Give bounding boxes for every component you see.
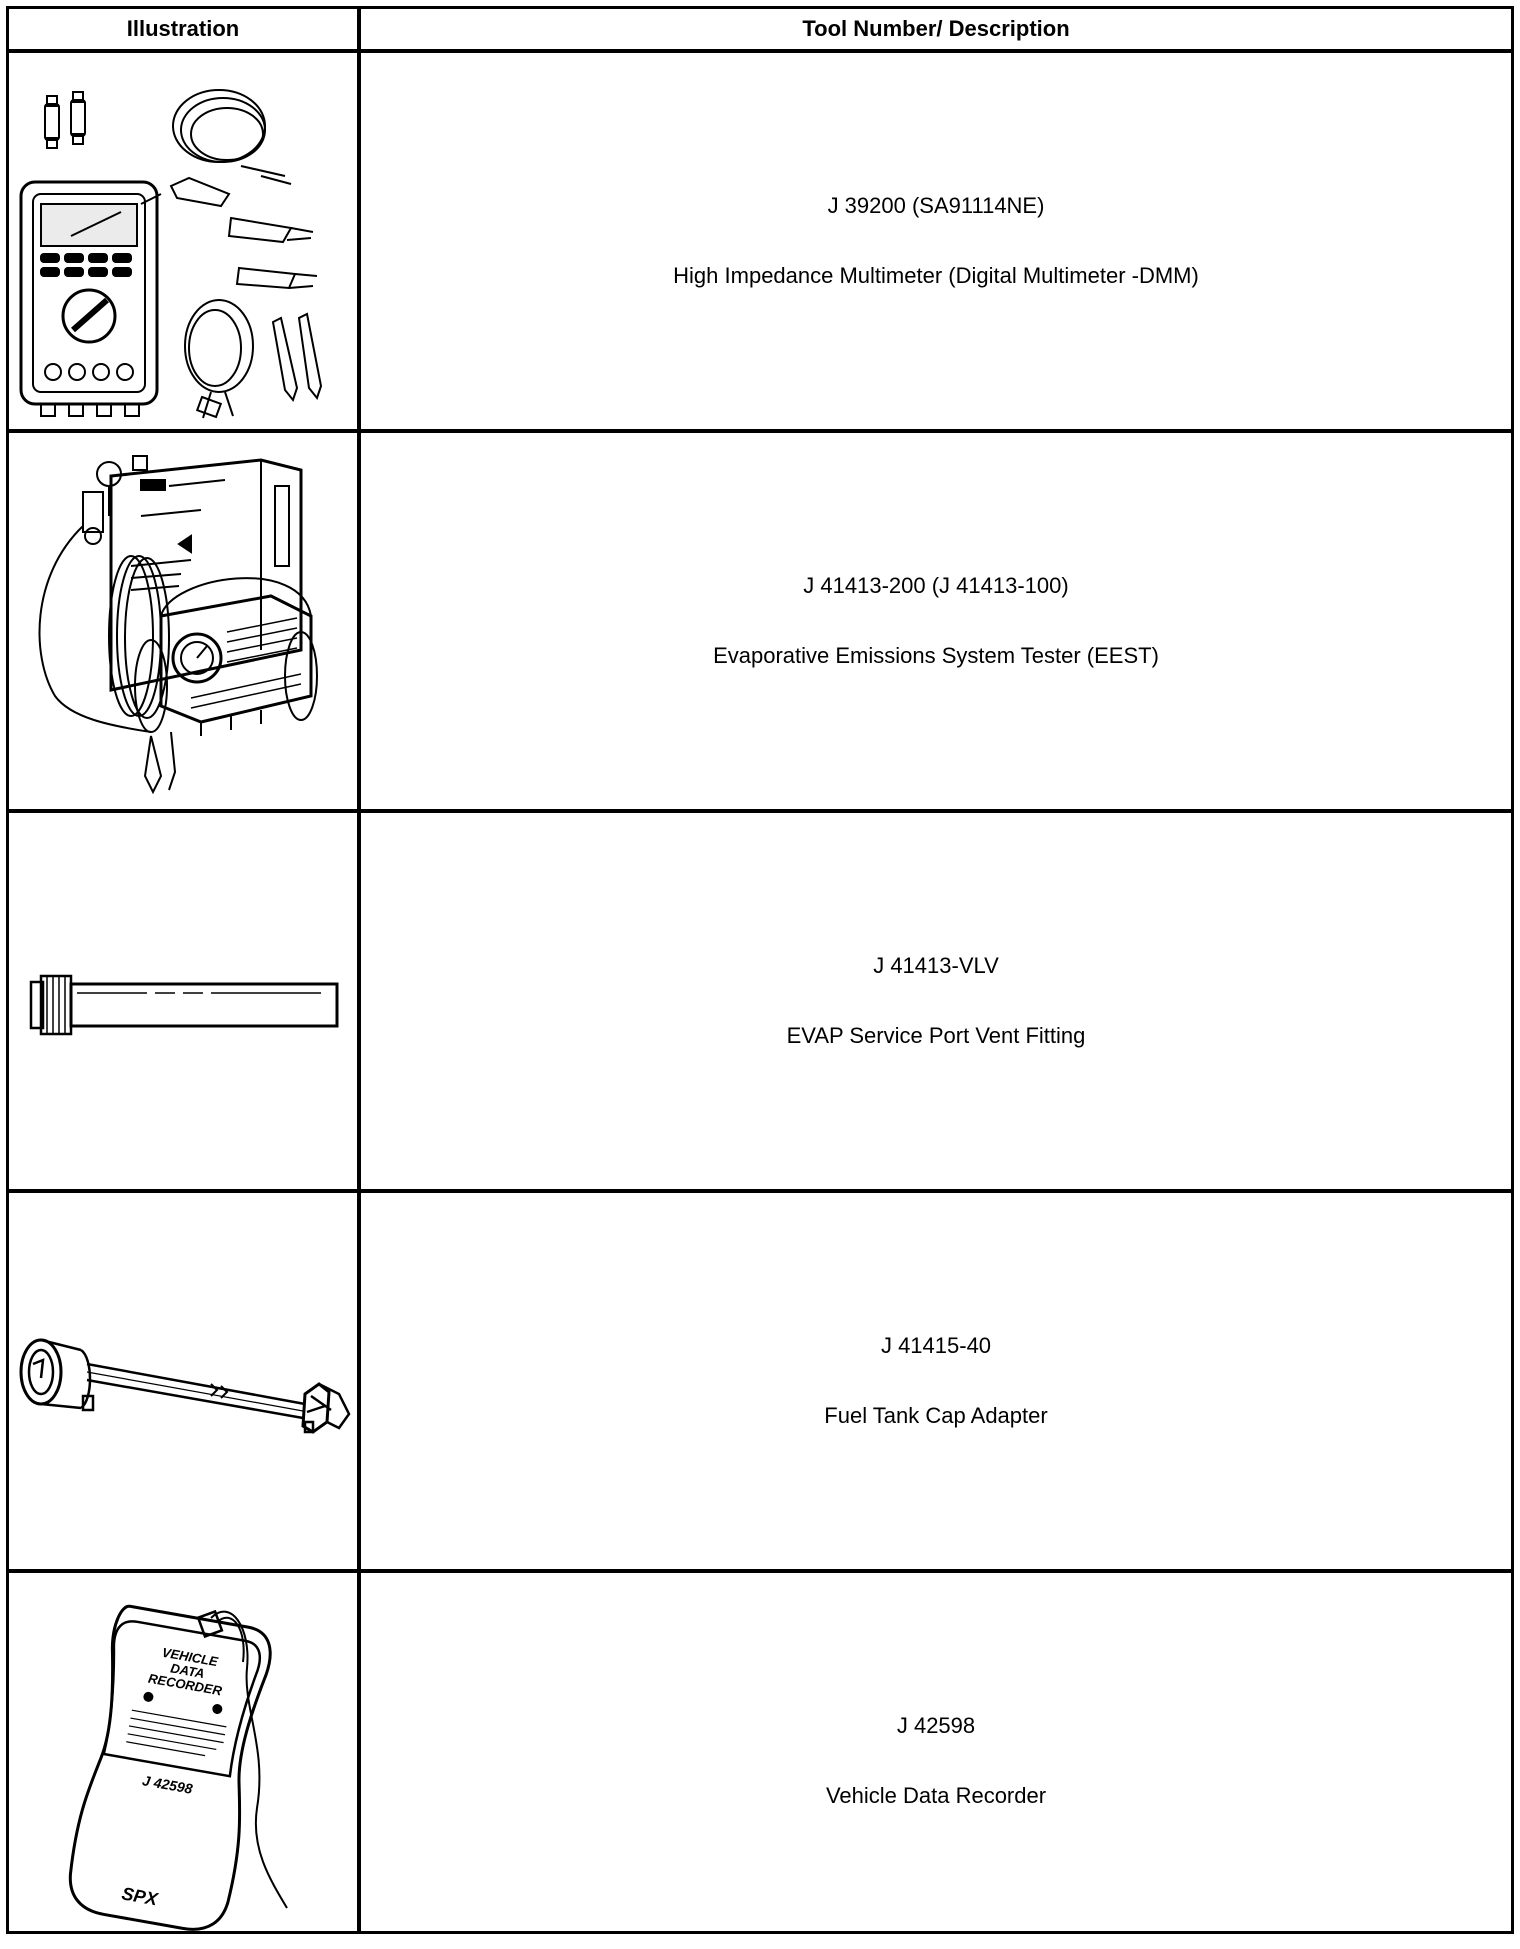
column-divider <box>357 9 361 1931</box>
row-divider <box>9 1189 1511 1193</box>
data-recorder-icon: VEHICLE DATA RECORDER J 42598 SPX <box>11 1576 355 1946</box>
description-cell: J 41415-40 Fuel Tank Cap Adapter <box>361 1193 1511 1569</box>
row-divider <box>9 809 1511 813</box>
illustration-cell <box>9 1193 357 1569</box>
special-tools-table: Illustration Tool Number/ Description <box>6 6 1514 1934</box>
tool-description: Evaporative Emissions System Tester (EES… <box>713 643 1159 668</box>
recorder-label-title: DATA <box>169 1660 205 1681</box>
tool-description: Vehicle Data Recorder <box>825 1783 1047 1808</box>
tool-number: J 39200 (SA91114NE) <box>827 193 1045 218</box>
description-cell: J 39200 (SA91114NE) High Impedance Multi… <box>361 53 1511 429</box>
tool-number: J 41413-VLV <box>873 953 999 978</box>
header-illustration: Illustration <box>126 16 240 41</box>
vent-fitting-icon <box>11 816 355 1186</box>
illustration-cell: VEHICLE DATA RECORDER J 42598 SPX <box>9 1573 357 1949</box>
illustration-cell <box>9 53 357 429</box>
recorder-brand-label: SPX <box>120 1883 160 1909</box>
tool-number: J 41413-200 (J 41413-100) <box>803 573 1069 598</box>
header-divider <box>9 49 1511 53</box>
tool-number: J 41415-40 <box>880 1333 992 1358</box>
multimeter-icon <box>11 56 355 426</box>
recorder-model-label: J 42598 <box>141 1772 194 1797</box>
tool-description: Fuel Tank Cap Adapter <box>824 1403 1048 1428</box>
cap-adapter-icon <box>11 1196 355 1566</box>
illustration-cell <box>9 813 357 1189</box>
row-divider <box>9 1569 1511 1573</box>
tool-number: J 42598 <box>896 1713 976 1738</box>
evap-tester-icon <box>11 436 355 806</box>
illustration-cell <box>9 433 357 809</box>
row-divider <box>9 429 1511 433</box>
description-cell: J 41413-VLV EVAP Service Port Vent Fitti… <box>361 813 1511 1189</box>
tool-description: High Impedance Multimeter (Digital Multi… <box>673 263 1199 288</box>
header-tool-number-description: Tool Number/ Description <box>802 16 1070 41</box>
description-cell: J 41413-200 (J 41413-100) Evaporative Em… <box>361 433 1511 809</box>
description-cell: J 42598 Vehicle Data Recorder <box>361 1573 1511 1949</box>
tool-description: EVAP Service Port Vent Fitting <box>786 1023 1086 1048</box>
